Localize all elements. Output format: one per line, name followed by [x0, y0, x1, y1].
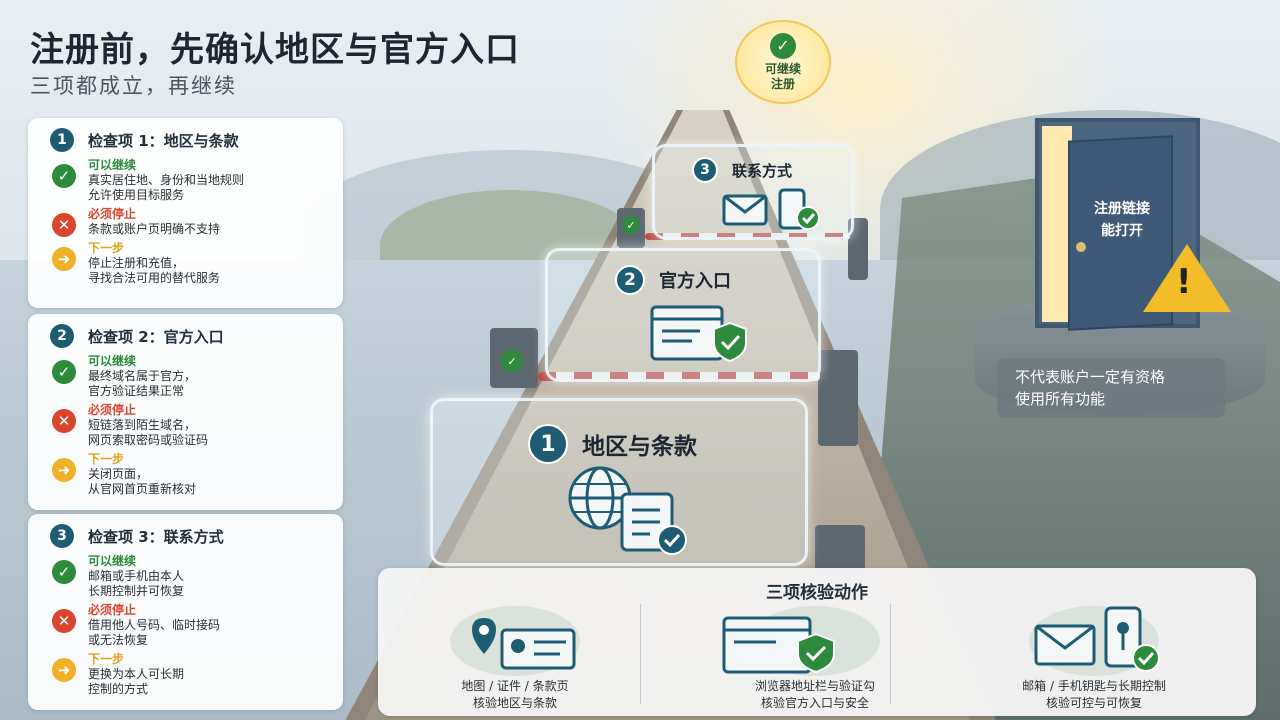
mail-icon	[722, 188, 820, 230]
arrow-right-circle-icon: ➜	[52, 247, 76, 271]
check-circle-icon: ✓	[52, 164, 76, 188]
badge-line: 可继续	[764, 61, 801, 76]
gate-1-header: 1 地区与条款	[528, 424, 697, 464]
check-title: 检查项 2：官方入口	[88, 327, 224, 346]
stop-label: 必须停止	[88, 403, 137, 417]
ok-label: 可以继续	[88, 354, 137, 368]
note-line: 使用所有功能	[1015, 390, 1106, 408]
gate-barrier	[538, 372, 820, 381]
action-item-1: 地图 / 证件 / 条款页 核验地区与条款	[390, 606, 640, 712]
check-title: 检查项 3：联系方式	[88, 527, 224, 546]
stop-text: 或无法恢复	[88, 633, 149, 647]
ok-text: 官方验证结果正常	[88, 384, 185, 398]
check-card-1: 1 检查项 1：地区与条款 ✓ 可以继续 真实居住地、身份和当地规则 允许使用目…	[28, 118, 343, 308]
arrow-right-circle-icon: ➜	[52, 658, 76, 682]
divider	[640, 604, 641, 704]
next-label: 下一步	[88, 652, 125, 666]
next-text: 寻找合法可用的替代服务	[88, 271, 221, 285]
x-circle-icon: ✕	[52, 609, 76, 633]
gate-label: 官方入口	[659, 271, 731, 292]
check-card-2: 2 检查项 2：官方入口 ✓ 可以继续 最终域名属于官方， 官方验证结果正常 ✕…	[28, 314, 343, 510]
door-text: 注册链接 能打开	[1082, 198, 1162, 242]
page-title: 注册前，先确认地区与官方入口	[30, 30, 520, 70]
next-label: 下一步	[88, 452, 125, 466]
gate-3-header: 3 联系方式	[692, 157, 792, 183]
action-line: 邮箱 / 手机钥匙与长期控制	[1022, 679, 1166, 693]
arrow-right-circle-icon: ➜	[52, 458, 76, 482]
warning-mark: !	[1176, 262, 1192, 302]
check-circle-icon: ✓	[770, 32, 796, 59]
stop-label: 必须停止	[88, 207, 137, 221]
next-text: 更换为本人可长期	[88, 667, 185, 681]
gate-barrier	[645, 233, 850, 240]
globe-document-icon	[568, 466, 687, 555]
ok-text: 真实居住地、身份和当地规则	[88, 173, 245, 187]
eligibility-note: 不代表账户一定有资格 使用所有功能	[997, 358, 1225, 418]
continue-badge: ✓ 可继续 注册	[735, 20, 831, 104]
stop-label: 必须停止	[88, 603, 137, 617]
check-circle-icon: ✓	[501, 350, 523, 372]
gate-2-header: 2 官方入口	[615, 265, 731, 295]
next-text: 从官网首页重新核对	[88, 482, 197, 496]
door-light	[1042, 126, 1072, 322]
action-item-3: 邮箱 / 手机钥匙与长期控制 核验可控与可恢复	[944, 606, 1244, 712]
stop-text: 借用他人号码、临时接码	[88, 618, 221, 632]
next-text: 关闭页面，	[88, 467, 149, 481]
page-subtitle: 三项都成立，再继续	[30, 74, 237, 98]
gate-post	[848, 218, 868, 280]
check-circle-icon: ✓	[52, 360, 76, 384]
gate-post	[815, 525, 865, 575]
next-text: 停止注册和充值，	[88, 256, 185, 270]
ok-label: 可以继续	[88, 554, 137, 568]
check-card-3: 3 检查项 3：联系方式 ✓ 可以继续 邮箱或手机由本人 长期控制并可恢复 ✕ …	[28, 514, 343, 710]
action-line: 地图 / 证件 / 条款页	[461, 679, 569, 693]
gate-number: 2	[615, 265, 645, 295]
check-number: 2	[50, 324, 74, 348]
gate-label: 联系方式	[732, 161, 793, 180]
actions-panel: 三项核验动作 地图 / 证件 / 条款页 核验地区与条款 浏览器地址栏与验证勾	[378, 568, 1256, 716]
action-line: 核验地区与条款	[472, 696, 557, 710]
check-number: 3	[50, 524, 74, 548]
gate-post	[818, 350, 858, 446]
check-title: 检查项 1：地区与条款	[88, 131, 239, 150]
warning-triangle-icon	[1143, 244, 1231, 312]
check-circle-icon: ✓	[622, 216, 640, 234]
next-label: 下一步	[88, 241, 125, 255]
action-item-2: 浏览器地址栏与验证勾 核验官方入口与安全	[690, 606, 940, 712]
x-circle-icon: ✕	[52, 213, 76, 237]
action-line: 核验官方入口与安全	[760, 696, 869, 710]
door-line: 能打开	[1101, 223, 1143, 239]
gate-number: 3	[692, 157, 718, 183]
stop-text: 条款或账户页明确不支持	[88, 222, 221, 236]
check-number: 1	[50, 128, 74, 152]
door-line: 注册链接	[1094, 201, 1150, 217]
action-line: 浏览器地址栏与验证勾	[754, 679, 875, 693]
mail-phone-key-icon	[1034, 606, 1160, 672]
ok-text: 邮箱或手机由本人	[88, 569, 185, 583]
x-circle-icon: ✕	[52, 409, 76, 433]
browser-shield-icon	[722, 616, 835, 674]
map-id-card-icon	[472, 618, 576, 670]
badge-line: 注册	[770, 76, 795, 91]
stop-text: 短链落到陌生域名，	[88, 418, 197, 432]
note-line: 不代表账户一定有资格	[1015, 368, 1166, 386]
gate-number: 1	[528, 424, 568, 464]
browser-shield-icon	[650, 305, 747, 363]
ok-label: 可以继续	[88, 158, 137, 172]
door-knob	[1076, 242, 1086, 252]
action-line: 核验可控与可恢复	[1045, 696, 1142, 710]
ok-text: 长期控制并可恢复	[88, 584, 185, 598]
divider	[890, 604, 891, 704]
check-circle-icon: ✓	[52, 560, 76, 584]
ok-text: 允许使用目标服务	[88, 188, 185, 202]
gate-label: 地区与条款	[582, 434, 697, 460]
panel-title: 三项核验动作	[766, 583, 868, 603]
next-text: 控制的方式	[88, 682, 149, 696]
stop-text: 网页索取密码或验证码	[88, 433, 209, 447]
ok-text: 最终域名属于官方，	[88, 369, 197, 383]
